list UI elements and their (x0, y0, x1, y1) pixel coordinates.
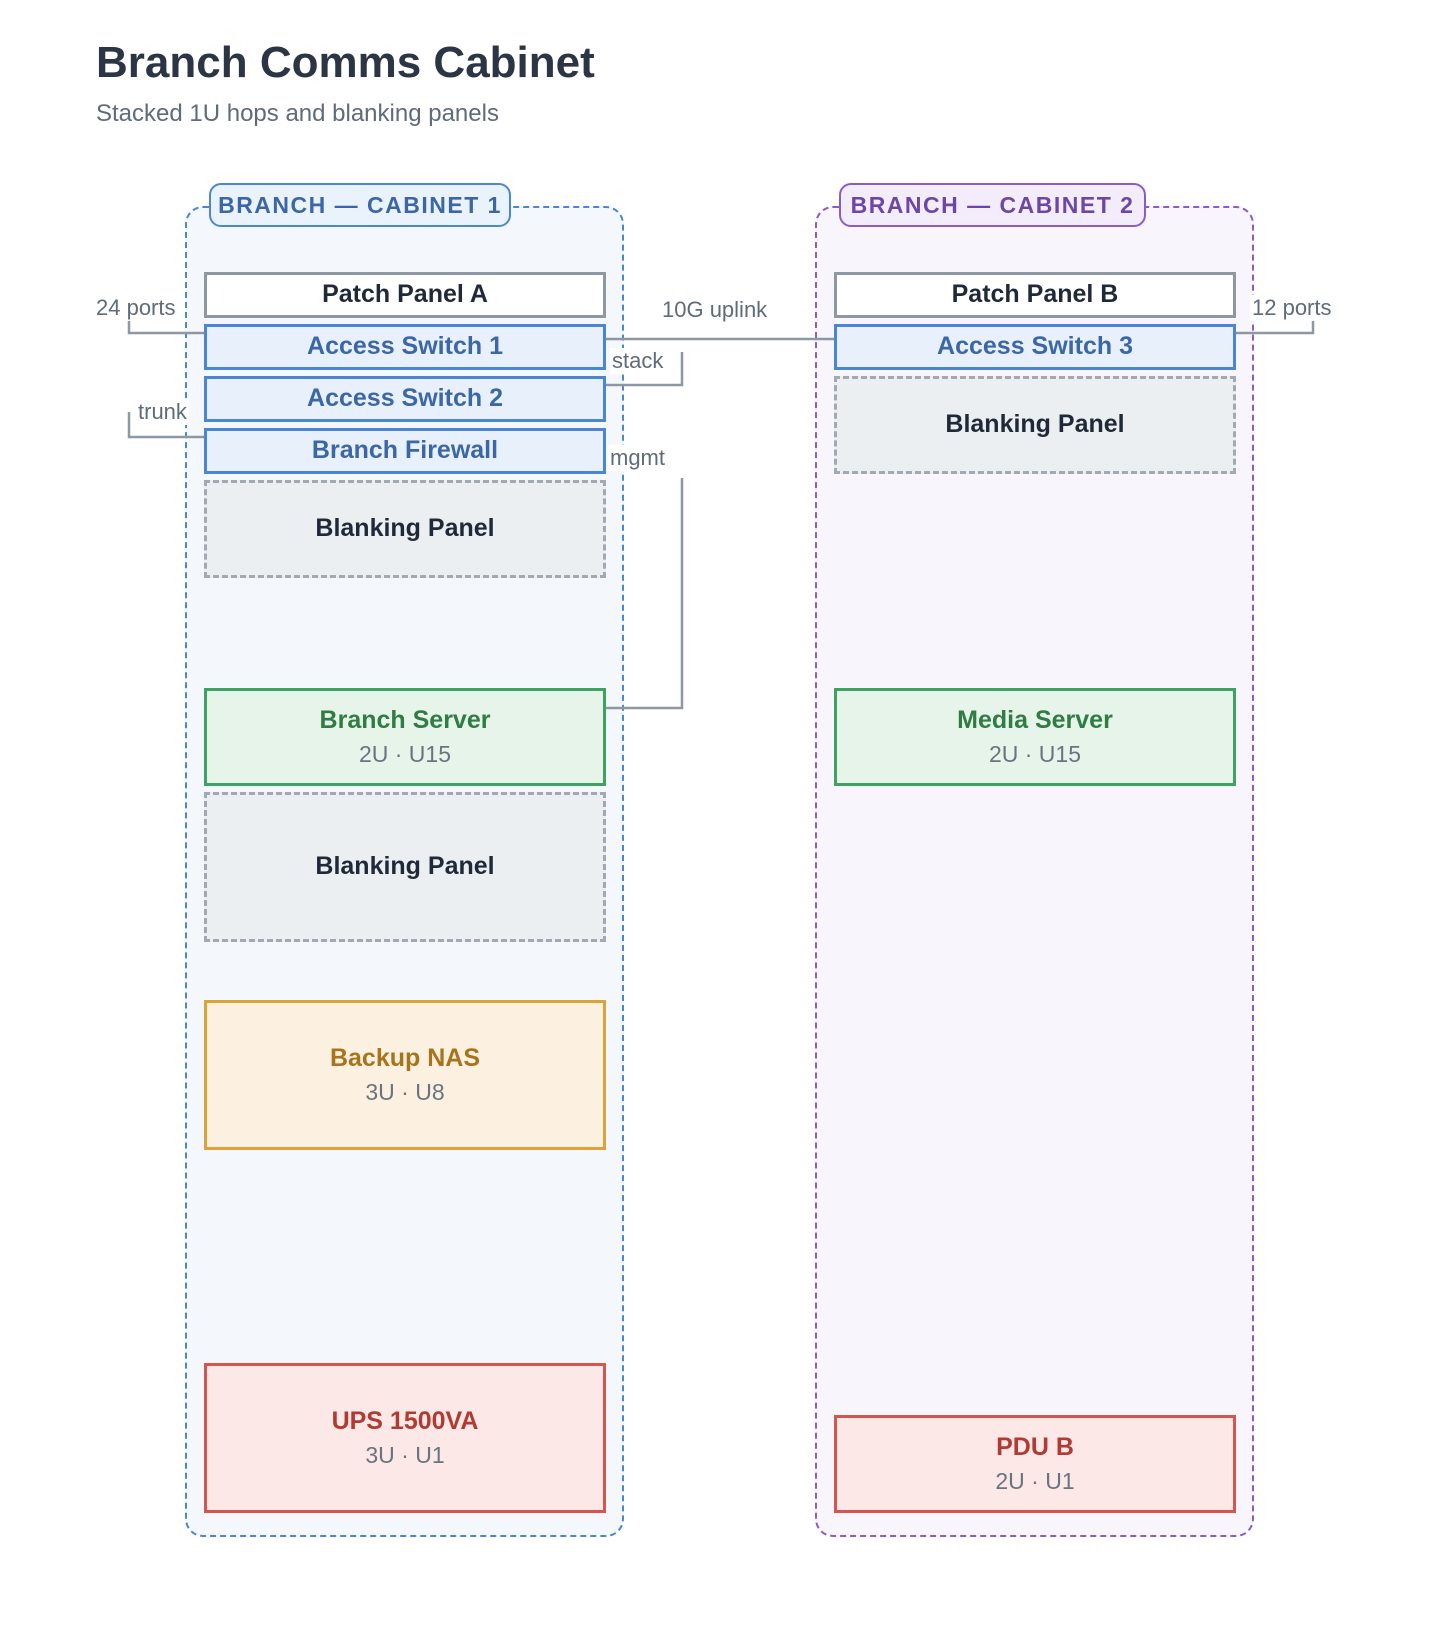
pdu-b[interactable]: PDU B 2U · U1 (834, 1415, 1236, 1513)
uplink-label: 10G uplink (660, 297, 770, 323)
device-name: Access Switch 2 (307, 384, 503, 413)
blanking-panel-1[interactable]: Blanking Panel (204, 480, 606, 578)
device-name: UPS 1500VA (331, 1407, 479, 1435)
device-detail: 2U · U15 (358, 741, 452, 768)
device-detail: 3U · U1 (365, 1442, 445, 1469)
ports-b-link (1236, 320, 1315, 335)
blanking-panel-2[interactable]: Blanking Panel (204, 792, 606, 942)
access-switch-1[interactable]: Access Switch 1 (204, 324, 606, 370)
ports-b-label: 12 ports (1250, 295, 1334, 321)
device-detail: 2U · U15 (988, 741, 1082, 768)
device-name: Branch Firewall (311, 436, 499, 465)
device-name: Blanking Panel (315, 514, 495, 543)
device-name: Blanking Panel (945, 410, 1125, 439)
mgmt-label: mgmt (608, 445, 667, 471)
device-name: Patch Panel B (951, 280, 1119, 309)
device-name: Access Switch 3 (937, 332, 1133, 361)
patch-panel-a[interactable]: Patch Panel A (204, 272, 606, 318)
device-detail: 3U · U8 (365, 1079, 445, 1106)
branch-firewall[interactable]: Branch Firewall (204, 428, 606, 474)
device-name: Patch Panel A (322, 280, 488, 309)
access-switch-2[interactable]: Access Switch 2 (204, 376, 606, 422)
ups-1500va[interactable]: UPS 1500VA 3U · U1 (204, 1363, 606, 1513)
device-detail: 2U · U1 (995, 1468, 1075, 1495)
blanking-panel-3[interactable]: Blanking Panel (834, 376, 1236, 474)
stack-link (605, 352, 684, 387)
page-subtitle: Stacked 1U hops and blanking panels (96, 100, 499, 127)
page-title: Branch Comms Cabinet (96, 38, 595, 87)
cabinet-2-label: BRANCH — CABINET 2 (839, 183, 1146, 227)
branch-server[interactable]: Branch Server 2U · U15 (204, 688, 606, 786)
ports-a-label: 24 ports (94, 295, 178, 321)
device-name: Access Switch 1 (307, 332, 503, 361)
device-name: Media Server (957, 706, 1113, 734)
mgmt-link (605, 478, 684, 710)
device-name: Blanking Panel (315, 852, 495, 881)
patch-panel-b[interactable]: Patch Panel B (834, 272, 1236, 318)
device-name: PDU B (996, 1433, 1074, 1461)
cabinet-1-label: BRANCH — CABINET 1 (209, 183, 511, 227)
access-switch-3[interactable]: Access Switch 3 (834, 324, 1236, 370)
trunk-link (127, 412, 204, 439)
ports-a-link (127, 320, 204, 335)
device-name: Backup NAS (329, 1044, 481, 1072)
trunk-label: trunk (136, 399, 189, 425)
backup-nas[interactable]: Backup NAS 3U · U8 (204, 1000, 606, 1150)
device-name: Branch Server (319, 706, 491, 734)
stack-label: stack (610, 348, 666, 374)
media-server[interactable]: Media Server 2U · U15 (834, 688, 1236, 786)
